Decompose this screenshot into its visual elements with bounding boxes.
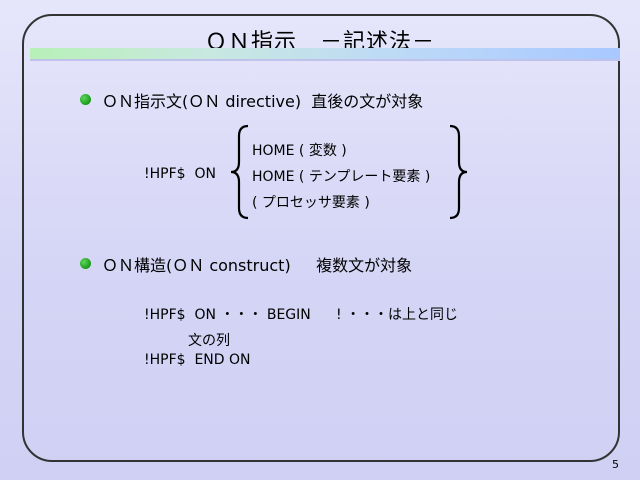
bullet-icon	[80, 258, 91, 269]
left-brace-icon	[230, 124, 249, 220]
right-brace-icon	[449, 124, 468, 220]
title-underline-band	[30, 48, 620, 59]
option-processor: ( プロセッサ要素 )	[252, 195, 370, 211]
option-home-template: HOME ( テンプレート要素 )	[252, 169, 431, 185]
title-underline-rule	[30, 59, 620, 61]
construct-begin-note: ! ・・・は上と同じ	[336, 307, 459, 323]
construct-end-line: !HPF$ END ON	[144, 352, 251, 368]
directive-keyword: !HPF$ ON	[144, 166, 216, 182]
slide-frame	[22, 14, 620, 462]
section2-heading: ＯＮ構造(ＯＮ construct) 複数文が対象	[102, 256, 413, 275]
construct-statement-list: 文の列	[188, 333, 230, 349]
page-number: 5	[612, 458, 619, 471]
bullet-icon	[80, 94, 91, 105]
option-home-variable: HOME ( 変数 )	[252, 143, 347, 159]
construct-begin-line: !HPF$ ON ・・・ BEGIN	[144, 307, 311, 323]
section1-heading: ＯＮ指示文(ＯＮ directive) 直後の文が対象	[102, 92, 424, 111]
